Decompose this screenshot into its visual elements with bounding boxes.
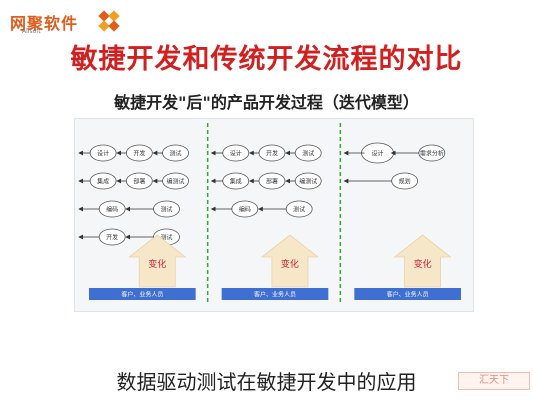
process-node-label: 部署: [266, 178, 278, 186]
process-node-label: 测试: [302, 150, 314, 158]
process-node-label: 编测试: [167, 178, 185, 186]
process-diagram: 测试开发设计编测试部署集成测试编码测试开发变化客户、业务人员测试开发设计编测试部…: [74, 118, 474, 312]
process-node-label: 设计: [230, 150, 242, 158]
process-node-label: 规划: [399, 178, 411, 186]
process-node-label: 设计: [97, 150, 109, 158]
stakeholder-bar-label: 客户、业务人员: [254, 291, 296, 299]
process-node: [98, 200, 126, 218]
process-node-label: 集成: [97, 178, 109, 186]
change-arrow-label: 变化: [414, 258, 432, 270]
stakeholder-bar: [354, 288, 461, 300]
process-node-label: 开发: [106, 234, 118, 242]
page-title: 敏捷开发和传统开发流程的对比: [70, 44, 463, 75]
process-node-label: 测试: [160, 234, 172, 242]
change-arrow-label: 变化: [148, 258, 166, 270]
process-node: [89, 144, 117, 162]
process-node: [89, 172, 117, 190]
logo: 网聚软件 Allsoft: [10, 8, 120, 38]
process-node-label: 编码: [239, 206, 251, 214]
stakeholder-bar: [221, 288, 329, 300]
logo-mark-icon: [98, 10, 120, 32]
process-node: [125, 144, 153, 162]
process-node: [285, 200, 313, 218]
logo-subtext: Allsoft: [22, 28, 41, 35]
process-node-label: 测试: [293, 206, 305, 214]
process-node-label: 测试: [170, 150, 182, 158]
process-node-label: 测试: [160, 206, 172, 214]
process-node-label: 设计: [371, 150, 383, 158]
process-node-label: 开发: [266, 150, 278, 158]
page-subtitle: 敏捷开发"后"的产品开发过程（迭代模型）: [114, 93, 419, 112]
process-node: [125, 172, 153, 190]
watermark: 汇天下: [458, 372, 530, 390]
change-arrow: [393, 234, 452, 288]
process-diagram-svg: 测试开发设计编测试部署集成测试编码测试开发变化客户、业务人员测试开发设计编测试部…: [78, 123, 461, 305]
process-node-label: 编码: [106, 206, 118, 214]
stakeholder-bar-label: 客户、业务人员: [121, 291, 163, 299]
process-node-label: 部署: [133, 178, 145, 186]
logo-text: 网聚软件: [10, 14, 79, 33]
stakeholder-bar: [89, 288, 196, 300]
process-node: [98, 228, 126, 246]
change-arrow-label: 变化: [281, 258, 299, 270]
process-node-label: 集成: [230, 178, 242, 186]
caption: 数据驱动测试在敏捷开发中的应用: [116, 370, 417, 394]
change-arrow: [128, 234, 187, 288]
process-node-label: 编测试: [299, 178, 317, 186]
stakeholder-bar-label: 客户、业务人员: [387, 291, 429, 299]
process-node-label: 需求分析: [420, 150, 444, 158]
change-arrow: [260, 234, 320, 288]
process-node-label: 开发: [133, 150, 145, 158]
